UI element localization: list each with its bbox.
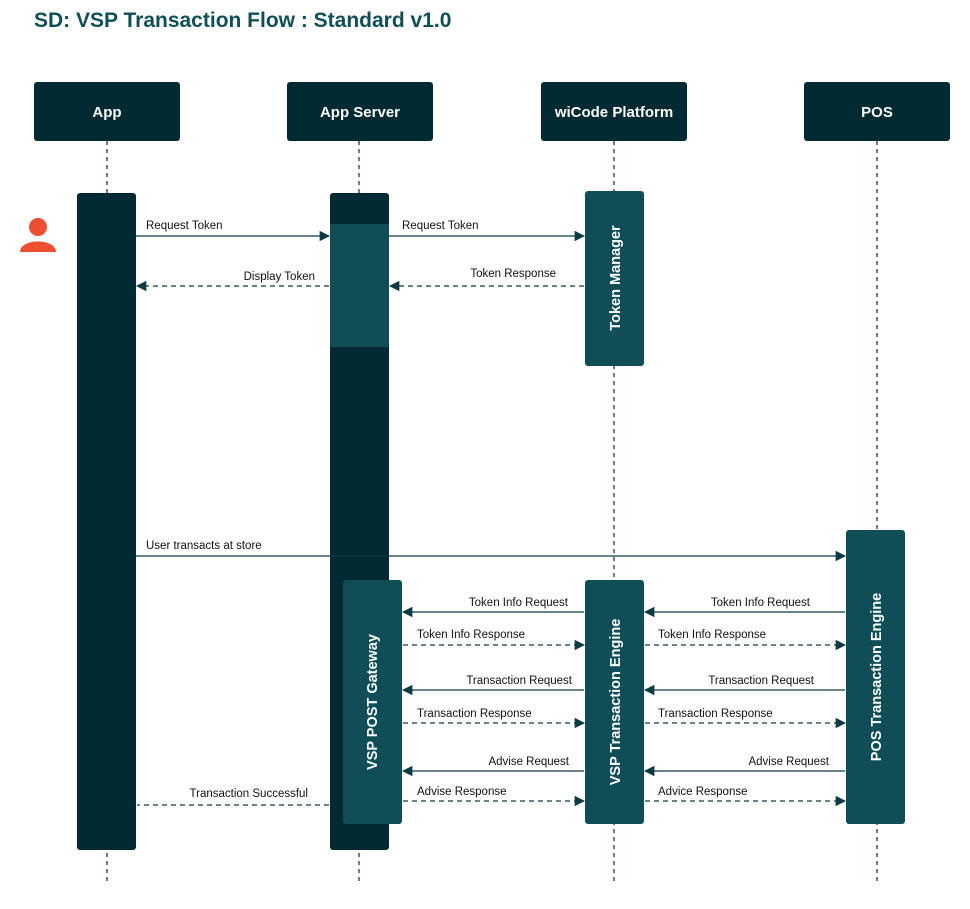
message-label: User transacts at store [146, 540, 262, 552]
vsp-transaction-engine-box: VSP Transaction Engine [585, 580, 644, 824]
vsp-post-gateway-box: VSP POST Gateway [343, 580, 402, 824]
pos-transaction-engine-box: POS Transaction Engine [846, 530, 905, 824]
message-label: Advise Request [488, 756, 569, 768]
actor-wicode-platform-label: wiCode Platform [554, 104, 673, 121]
message-label: Request Token [146, 220, 223, 232]
message-request-token-server: Request Token [389, 220, 586, 242]
app-server-token-activation [330, 224, 389, 347]
message-advice-response-pos: Advice Response [645, 786, 847, 807]
message-transaction-request-vsp: Transaction Request [401, 675, 584, 696]
message-label: Token Info Request [711, 597, 811, 609]
actor-app-label: App [92, 104, 121, 121]
actor-app-server: App Server [287, 82, 433, 141]
message-advise-request-pos: Advise Request [643, 756, 845, 777]
app-activation-bar [77, 193, 136, 850]
actor-app-server-label: App Server [320, 104, 400, 121]
message-label: Advice Response [658, 786, 748, 798]
pos-transaction-engine-label: POS Transaction Engine [869, 593, 885, 761]
diagram-title: SD: VSP Transaction Flow : Standard v1.0 [34, 9, 451, 32]
message-label: Transaction Request [708, 675, 814, 687]
message-advise-response-vsp: Advise Response [403, 786, 586, 807]
message-user-transacts: User transacts at store [136, 540, 847, 562]
message-label: Token Response [470, 268, 556, 280]
message-label: Token Info Response [658, 629, 766, 641]
message-label: Transaction Response [417, 708, 532, 720]
message-label: Advise Response [417, 786, 507, 798]
actor-pos: POS [804, 82, 950, 141]
messages: Request Token Request Token Display Toke… [135, 220, 847, 807]
message-label: Token Info Request [469, 597, 569, 609]
token-manager-label: Token Manager [608, 225, 624, 331]
message-label: Display Token [244, 271, 315, 283]
message-request-token-app: Request Token [136, 220, 331, 242]
message-advise-request-vsp: Advise Request [401, 756, 584, 777]
vsp-post-gateway-label: VSP POST Gateway [365, 634, 381, 770]
message-token-info-request-vsp: Token Info Request [401, 597, 584, 618]
message-token-info-response-vsp: Token Info Response [403, 629, 586, 651]
message-label: Transaction Request [466, 675, 572, 687]
message-token-info-response-pos: Token Info Response [645, 629, 847, 651]
message-transaction-response-vsp: Transaction Response [403, 708, 586, 729]
message-label: Request Token [402, 220, 479, 232]
user-icon [20, 218, 56, 252]
message-label: Transaction Response [658, 708, 773, 720]
message-transaction-request-pos: Transaction Request [643, 675, 845, 696]
message-transaction-response-pos: Transaction Response [645, 708, 847, 729]
message-label: Advise Request [748, 756, 829, 768]
message-token-info-request-pos: Token Info Request [643, 597, 845, 618]
actor-pos-label: POS [861, 104, 893, 121]
token-manager-box: Token Manager [585, 191, 644, 366]
message-label: Transaction Successful [190, 788, 308, 800]
actor-app: App [34, 82, 180, 141]
vsp-transaction-engine-label: VSP Transaction Engine [608, 619, 624, 786]
lifelines [106, 141, 878, 885]
actor-wicode-platform: wiCode Platform [541, 82, 687, 141]
message-transaction-successful: Transaction Successful [137, 788, 329, 806]
message-label: Token Info Response [417, 629, 525, 641]
message-display-token: Display Token [135, 271, 329, 292]
message-token-response: Token Response [388, 268, 584, 292]
